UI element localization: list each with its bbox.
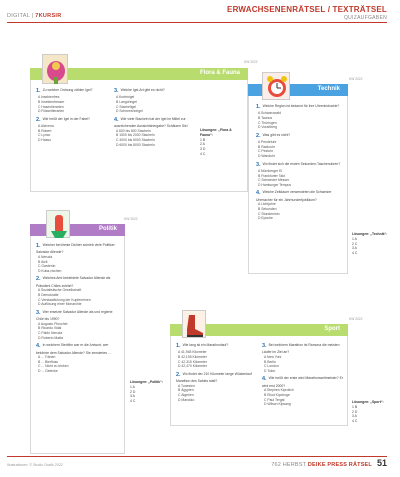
hand-icon xyxy=(51,215,67,238)
sport-kw: KW 2022 xyxy=(349,317,363,321)
flora-col1: 1.Zu welcher Ordnung zählen Igel? A Inse… xyxy=(36,88,106,146)
sport-label: Sport xyxy=(324,326,340,332)
header-left: DIGITAL | 7KURSIR xyxy=(7,13,62,19)
flora-label: Flora & Fauna xyxy=(199,70,240,76)
technik-q3: 3.Wo findet sich die ersten Sekunden-Tas… xyxy=(256,161,341,187)
politik-q4: 4.In welchem Stehfilm war er die Antwort… xyxy=(36,343,111,373)
sport-q3: 3.Bei welchem Marathon ist Ramona die me… xyxy=(262,343,340,373)
politik-band: Politik xyxy=(30,224,125,236)
header-right: ERWACHSENENRÄTSEL / TEXTRÄTSEL QUIZAUFGA… xyxy=(227,5,387,21)
politik-q1: 1.Welcher berühmte Dichter schrieb viele… xyxy=(36,243,115,273)
sport-col1: 1.Wie lang ist ein Marathonlauf? A 41,94… xyxy=(176,343,256,405)
politik-q3: 3.Wer ersetzte Salvador Allende als und … xyxy=(36,309,113,340)
footer-credit: Illustrationen: © Studio Grafik 2022 xyxy=(7,463,63,467)
footer-rule xyxy=(7,456,387,457)
flora-solutions: Lösungen: „Flora & Fauna“: 1 B 2 A 3 D 4… xyxy=(200,128,232,156)
sport-q4: 4.Wie heißt der erste wird Marathonweltm… xyxy=(262,376,344,407)
flora-q2: 2.Wie heißt der Igel in der Fabel? A Alz… xyxy=(36,116,90,142)
igel-icon xyxy=(47,61,65,84)
flora-illustration xyxy=(42,54,68,84)
sport-solutions: Lösungen: „Sport“: 1 B 2 D 3 A 4 C xyxy=(352,400,384,424)
technik-kw: KW 2022 xyxy=(349,77,363,81)
flora-q1: 1.Zu welcher Ordnung zählen Igel? A Inse… xyxy=(36,88,93,114)
politik-q2: 2.Welches Amt bekleidete Salvador Allend… xyxy=(36,276,111,307)
flora-band: Flora & Fauna xyxy=(30,68,248,80)
header-title: ERWACHSENENRÄTSEL / TEXTRÄTSEL xyxy=(227,5,387,14)
flora-kw: KW 2022 xyxy=(244,60,258,64)
politik-kw: KW 2022 xyxy=(124,217,138,221)
page-number: 51 xyxy=(376,458,387,468)
sport-illustration xyxy=(182,310,206,338)
technik-q2: 2.Was gibt es nicht? A Pendeluhr B Radio… xyxy=(256,132,291,158)
flora-q4: 4.Wie viele Stacheln hat der Igel im Mit… xyxy=(114,116,188,147)
technik-q4: 4.Welche Zeitdauer verwendeten die Schwe… xyxy=(256,190,332,221)
header-left-prefix: DIGITAL | xyxy=(7,13,34,19)
footer-brand: 762 HERBST DEIKE PRESS RÄTSEL xyxy=(271,462,372,468)
flora-q3: 3.Welche Igel-Art gibt es nicht? A Kurte… xyxy=(114,88,165,114)
sport-card xyxy=(170,324,348,426)
technik-illustration xyxy=(262,72,290,100)
politik-illustration xyxy=(46,210,70,238)
sport-q1: 1.Wie lang ist ein Marathonlauf? A 41,94… xyxy=(176,343,229,369)
flora-col2: 3.Welche Igel-Art gibt es nicht? A Kurte… xyxy=(114,88,194,150)
flora-card xyxy=(30,68,248,192)
shoe-icon xyxy=(187,315,203,337)
technik-solutions: Lösungen: „Technik“: 1 A 2 C 3 A 4 C xyxy=(352,232,388,256)
sport-band: Sport xyxy=(170,324,348,336)
sport-col2: 3.Bei welchem Marathon ist Ramona die me… xyxy=(262,343,344,410)
politik-solutions: Lösungen: „Politik“: 1 A 2 D 3 A 4 C xyxy=(130,380,163,404)
politik-col: 1.Welcher berühmte Dichter schrieb viele… xyxy=(36,243,120,377)
politik-label: Politik xyxy=(98,226,117,232)
clock-icon xyxy=(267,76,287,97)
technik-label: Technik xyxy=(317,86,340,92)
header-subtitle: QUIZAUFGABEN xyxy=(343,15,387,21)
header-rule xyxy=(7,22,387,23)
header-left-strong: 7KURSIR xyxy=(35,13,62,19)
technik-col: 1.Welche Region ist bekannt für ihre Uhr… xyxy=(256,104,342,224)
technik-q1: 1.Welche Region ist bekannt für ihre Uhr… xyxy=(256,104,340,130)
sport-q2: 2.Wo findet der 210 Kilometer lange Wüst… xyxy=(176,371,252,402)
